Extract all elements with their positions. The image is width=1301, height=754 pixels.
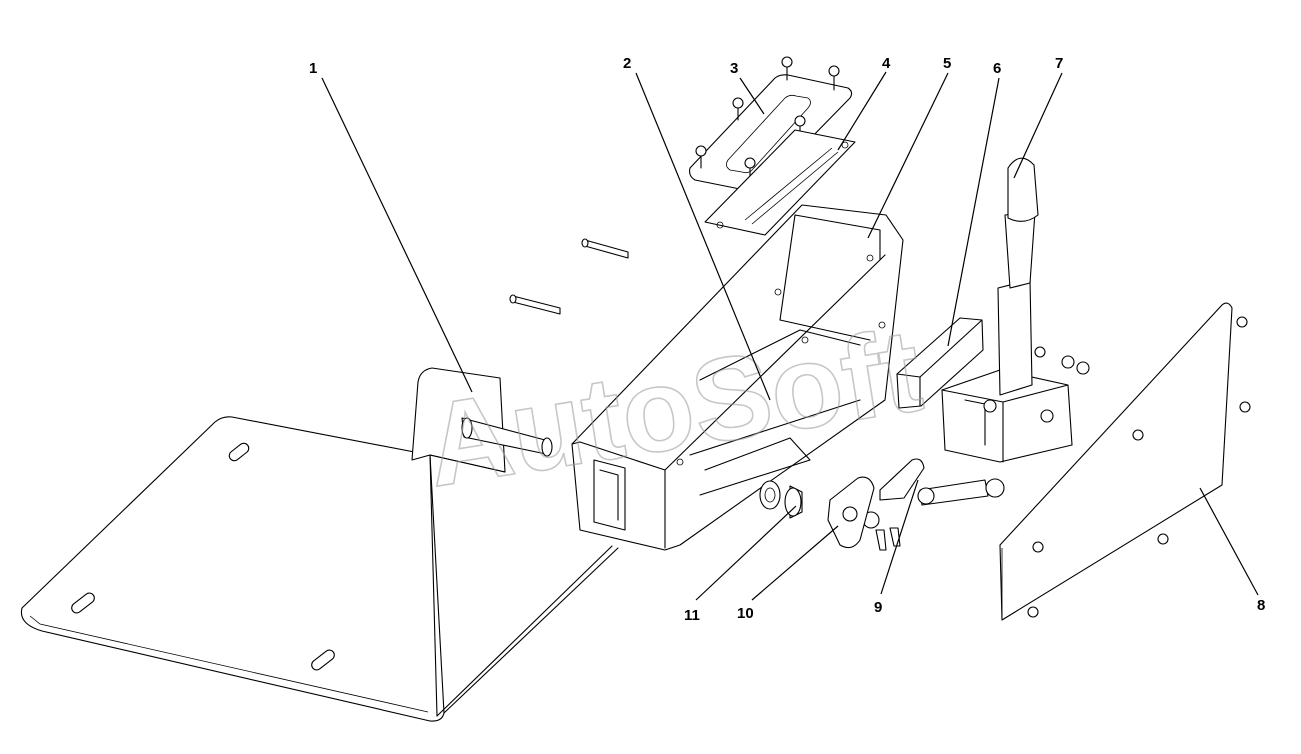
callout-8: 8: [1257, 597, 1265, 614]
callout-2: 2: [623, 55, 631, 72]
callout-1: 1: [309, 60, 317, 77]
link-rod-part: [862, 458, 1005, 551]
callout-7: 7: [1055, 55, 1063, 72]
lever-arm-part: [827, 476, 875, 549]
callout-3: 3: [730, 60, 738, 77]
main-bracket-housing-part: [509, 204, 904, 551]
gasket-plate-part: [704, 129, 856, 236]
callout-6: 6: [993, 60, 1001, 77]
spacer-block-part: [896, 317, 984, 409]
shift-lever-part: [941, 157, 1090, 463]
leader-lines: [321, 71, 1259, 601]
bushing-part: [759, 480, 803, 519]
callout-9: 9: [874, 599, 882, 616]
callout-11: 11: [684, 607, 700, 624]
callout-labels: 1 2 3 4 5 6 7 8 9 10 11: [309, 55, 1265, 624]
cover-plate-part: [689, 56, 853, 192]
base-plate-part: [20, 367, 619, 722]
side-cover-plate-part: [999, 302, 1251, 621]
callout-5: 5: [943, 55, 951, 72]
callout-10: 10: [737, 605, 754, 622]
callout-4: 4: [882, 55, 891, 72]
